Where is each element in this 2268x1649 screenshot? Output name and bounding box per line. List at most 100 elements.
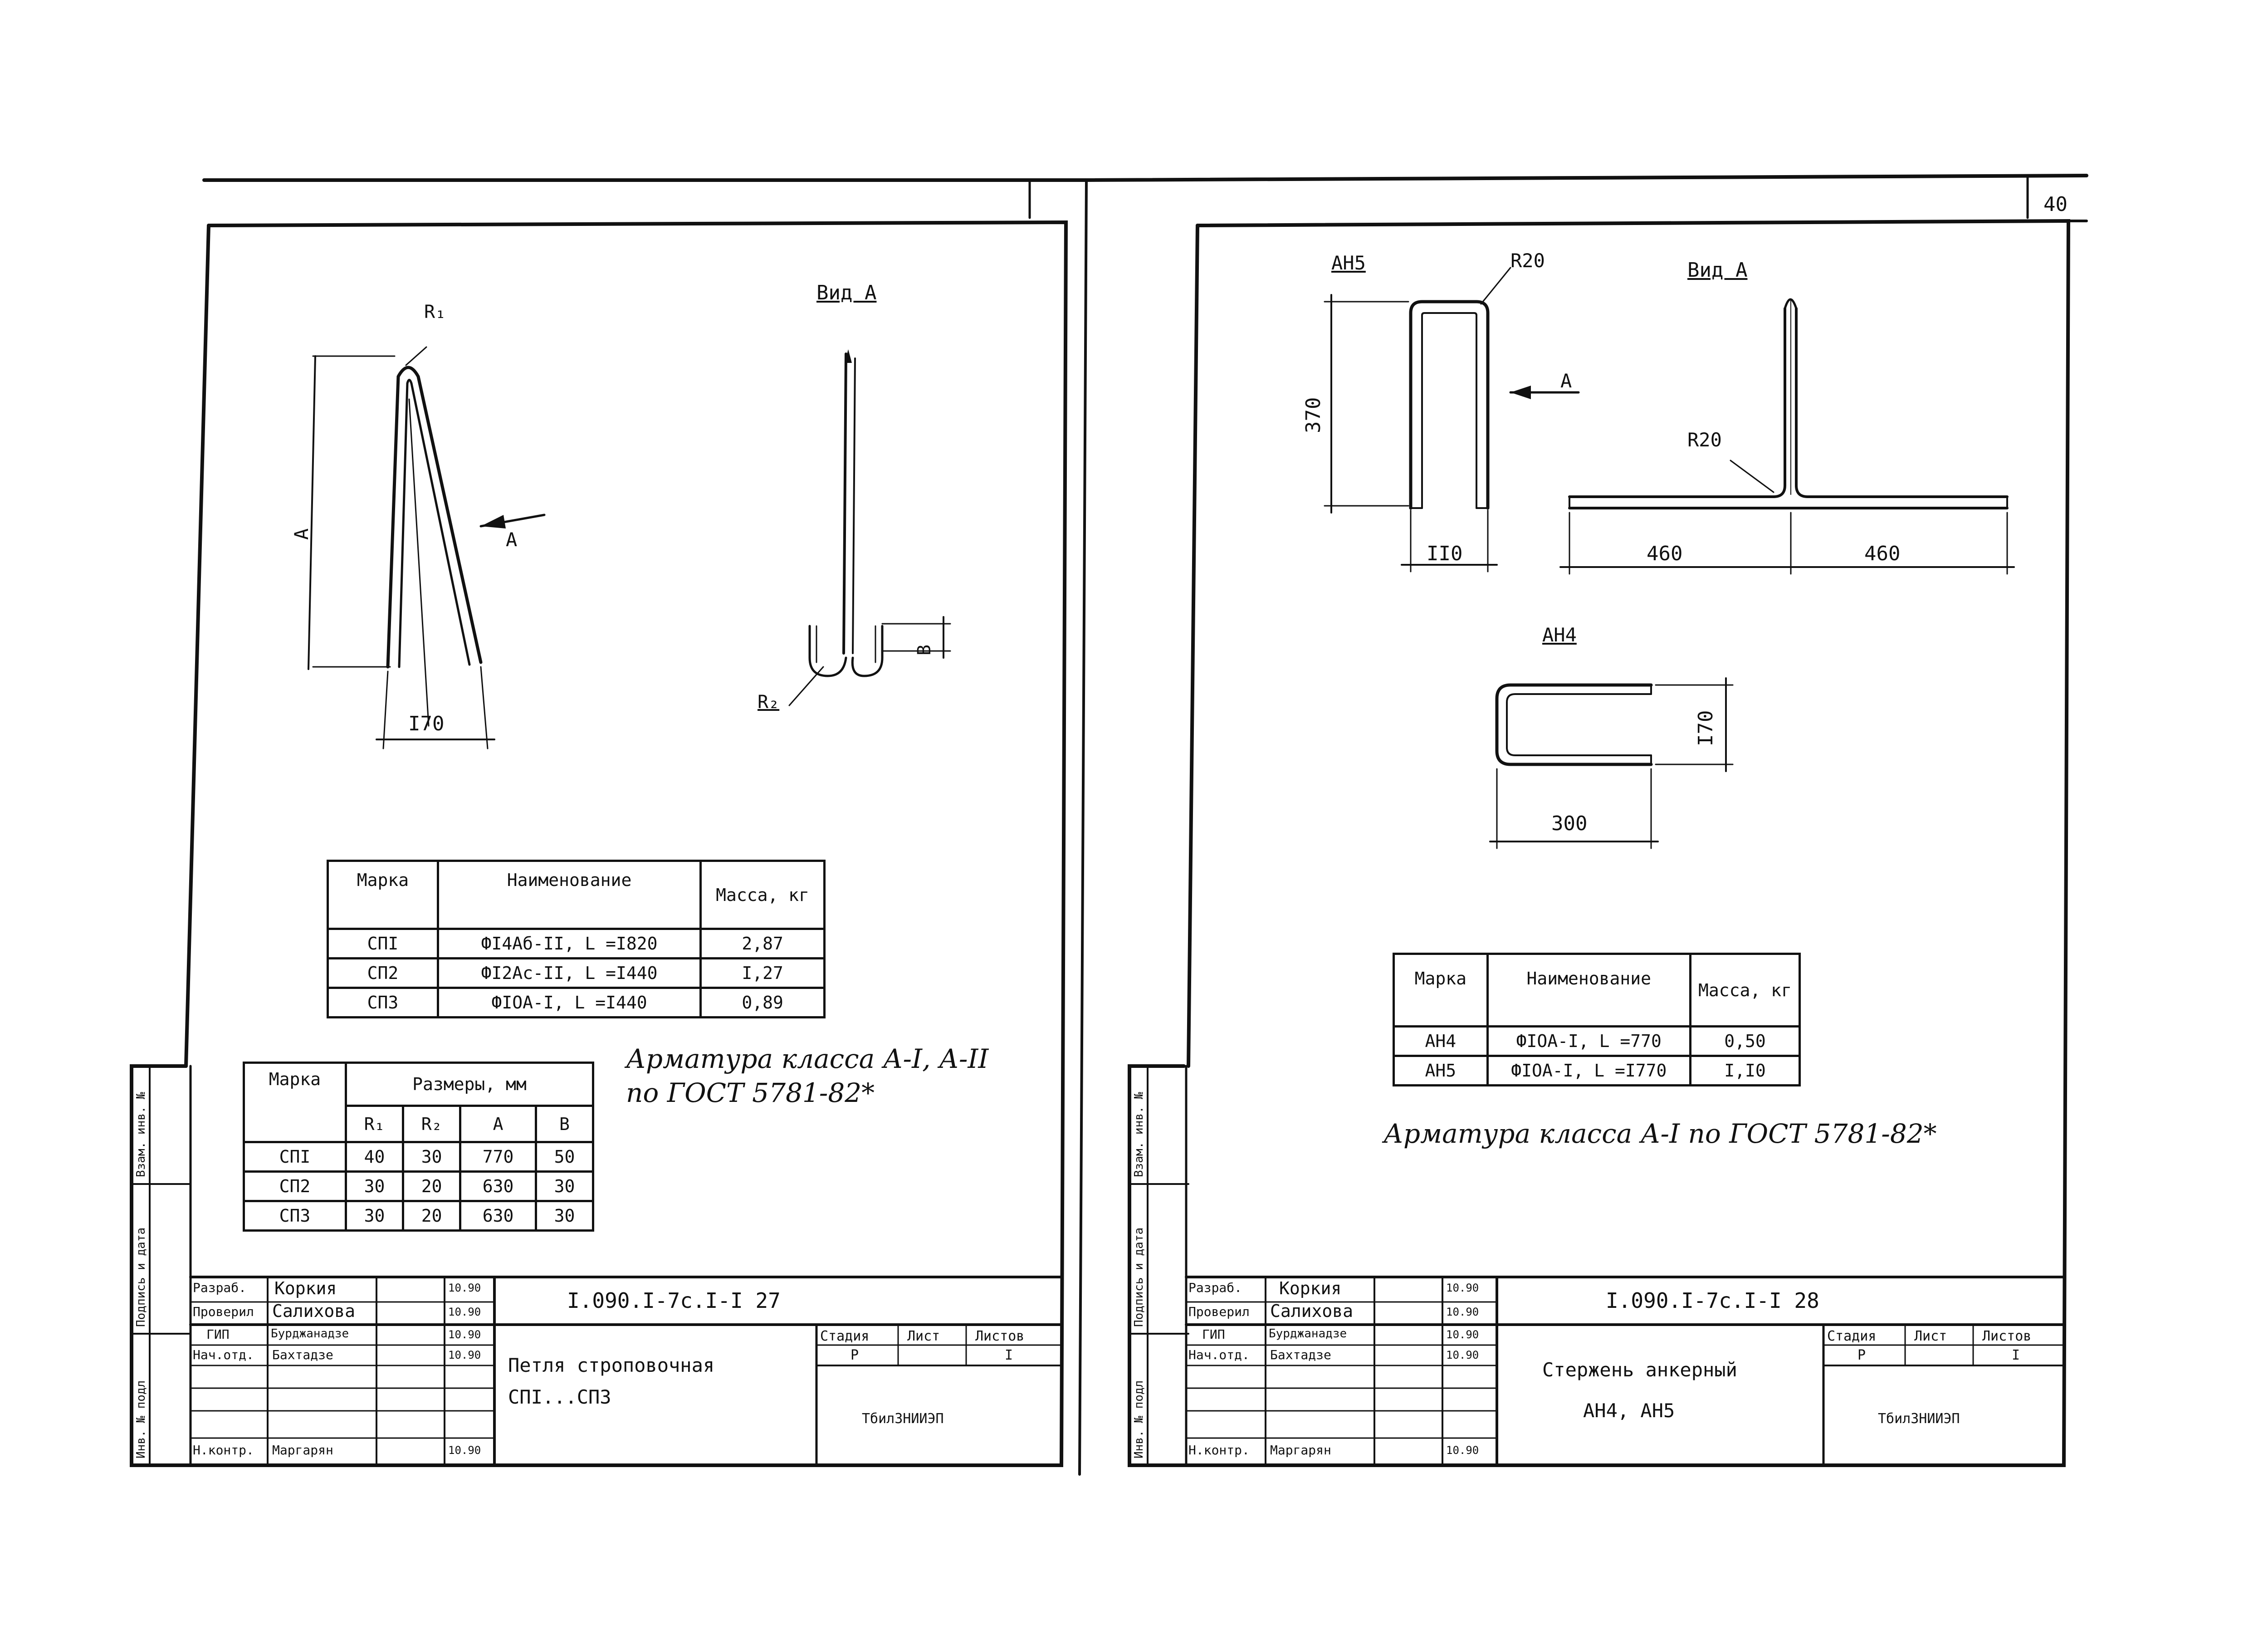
- spec-cell: 2,87: [699, 928, 826, 959]
- size-header-sizes: Размеры, мм: [345, 1062, 594, 1107]
- stamp-role: Разраб.: [193, 1280, 247, 1295]
- label-r1: R₁: [424, 302, 446, 323]
- size-cell: 30: [344, 1170, 405, 1202]
- spec-header-mark: Марка: [1393, 953, 1489, 1028]
- side-label-sign-date-right: Подпись и дата: [1132, 1227, 1146, 1327]
- side-label-inv-podl-right: Инв. № подл: [1132, 1380, 1146, 1458]
- size-subheader: В: [534, 1105, 595, 1143]
- size-cell: 770: [459, 1141, 537, 1173]
- size-cell: 20: [402, 1170, 462, 1202]
- spec-cell: I,27: [699, 957, 826, 989]
- stamp-date: 10.90: [1446, 1328, 1479, 1341]
- side-label-vzam-left: Взам. инв. №: [134, 1092, 148, 1177]
- left-note-line2: по ГОСТ 5781-82*: [626, 1077, 875, 1108]
- size-cell: 30: [534, 1200, 595, 1232]
- stamp-stage-header: Стадия: [1827, 1328, 1877, 1344]
- size-cell: СП3: [243, 1200, 347, 1232]
- stamp-sheet-header: Лист: [1914, 1328, 1947, 1344]
- ah5-label: АН5: [1331, 252, 1366, 274]
- stamp-role: Н.контр.: [1188, 1443, 1250, 1458]
- size-cell: 630: [459, 1200, 537, 1232]
- stamp-sheets-header: Листов: [1982, 1328, 2032, 1344]
- dim-300: 300: [1551, 812, 1588, 835]
- spec-cell: ФI4Аб-II, L =I820: [436, 928, 702, 959]
- stamp-stage-header: Стадия: [820, 1328, 870, 1344]
- stamp-date: 10.90: [448, 1306, 481, 1318]
- spec-cell: СП2: [327, 957, 439, 989]
- doc-code-right: I.090.I-7с.I-I 28: [1606, 1288, 1819, 1313]
- left-size-table: Марка Размеры, мм R₁ R₂ А В СПI 40 30 77…: [243, 1062, 595, 1232]
- stamp-stage-value: Р: [850, 1347, 859, 1363]
- dim-370: 370: [1302, 397, 1325, 433]
- stamp-subtitle-left: СПI...СП3: [508, 1386, 611, 1408]
- spec-header-mark: Марка: [327, 860, 439, 930]
- stamp-role: ГИП: [1202, 1327, 1225, 1342]
- side-label-vzam-right: Взам. инв. №: [1132, 1092, 1146, 1177]
- stamp-name: Маргарян: [1270, 1443, 1331, 1458]
- stamp-date: 10.90: [1446, 1306, 1479, 1318]
- stamp-sheets-header: Листов: [975, 1328, 1025, 1344]
- size-cell: 40: [344, 1141, 405, 1173]
- stamp-date: 10.90: [448, 1328, 481, 1341]
- stamp-name: Бурджанадзе: [1269, 1327, 1347, 1341]
- stamp-name: Салихова: [1270, 1301, 1354, 1321]
- spec-cell: СПI: [327, 928, 439, 959]
- stamp-date: 10.90: [448, 1349, 481, 1361]
- stamp-date: 10.90: [448, 1444, 481, 1457]
- size-cell: 30: [534, 1170, 595, 1202]
- spec-header-mass: Масса, кг: [1689, 953, 1801, 1028]
- stamp-date: 10.90: [1446, 1444, 1479, 1457]
- ah4-label: АН4: [1542, 624, 1577, 646]
- size-cell: 30: [344, 1200, 405, 1232]
- dim-460-right: 460: [1864, 542, 1901, 565]
- stamp-role: Н.контр.: [193, 1443, 254, 1458]
- size-cell: 30: [402, 1141, 462, 1173]
- stamp-org-left: ТбилЗНИИЭП: [862, 1411, 944, 1427]
- stamp-org-right: ТбилЗНИИЭП: [1878, 1411, 1960, 1427]
- stamp-date: 10.90: [448, 1282, 481, 1294]
- stamp-subtitle-right: АН4, АН5: [1583, 1399, 1675, 1422]
- stamp-role: Проверил: [1188, 1304, 1250, 1319]
- stamp-date: 10.90: [1446, 1349, 1479, 1361]
- left-note-line1: Арматура класса А-I, А-II: [626, 1043, 989, 1074]
- label-r2: R₂: [758, 692, 780, 713]
- spec-header-name: Наименование: [436, 860, 702, 930]
- stamp-sheets-value: I: [1005, 1347, 1013, 1363]
- dim-110: II0: [1427, 542, 1463, 565]
- spec-cell: ФIОА-I, L =770: [1486, 1025, 1692, 1057]
- spec-cell: ФI2Ас-II, L =I440: [436, 957, 702, 989]
- stamp-stage-value: Р: [1857, 1347, 1866, 1363]
- view-a-title-right: Вид А: [1687, 259, 1748, 282]
- spec-cell: СП3: [327, 987, 439, 1018]
- r20-label-top: R20: [1510, 250, 1545, 272]
- stamp-name: Коркия: [274, 1278, 337, 1298]
- size-subheader: R₂: [402, 1105, 462, 1143]
- dim-170-right: I70: [1694, 710, 1717, 746]
- dim-170-left: I70: [408, 712, 445, 735]
- stamp-role: ГИП: [206, 1327, 230, 1342]
- side-label-sign-date-left: Подпись и дата: [134, 1227, 148, 1327]
- size-subheader: А: [459, 1105, 537, 1143]
- arrow-a-label-right: А: [1560, 370, 1572, 392]
- stamp-name: Бурджанадзе: [271, 1327, 349, 1341]
- stamp-sheet-header: Лист: [907, 1328, 940, 1344]
- size-cell: 630: [459, 1170, 537, 1202]
- spec-header-mass: Масса, кг: [699, 860, 826, 930]
- stamp-title-right: Стержень анкерный: [1542, 1359, 1737, 1381]
- left-spec-table: Марка Наименование Масса, кг СПI ФI4Аб-I…: [327, 860, 826, 1018]
- stamp-name: Маргарян: [272, 1443, 333, 1458]
- side-label-inv-podl-left: Инв. № подл: [134, 1380, 148, 1458]
- right-spec-table: Марка Наименование Масса, кг АН4 ФIОА-I,…: [1393, 953, 1801, 1086]
- stamp-name: Салихова: [272, 1301, 356, 1321]
- size-cell: СП2: [243, 1170, 347, 1202]
- stamp-name: Коркия: [1279, 1278, 1342, 1298]
- spec-cell: 0,89: [699, 987, 826, 1018]
- stamp-name: Бахтадзе: [272, 1347, 333, 1362]
- spec-cell: АН5: [1393, 1055, 1489, 1086]
- right-note: Арматура класса А-I по ГОСТ 5781-82*: [1383, 1118, 1937, 1149]
- size-cell: 50: [534, 1141, 595, 1173]
- size-cell: СПI: [243, 1141, 347, 1173]
- spec-cell: 0,50: [1689, 1025, 1801, 1057]
- stamp-role: Нач.отд.: [193, 1347, 254, 1362]
